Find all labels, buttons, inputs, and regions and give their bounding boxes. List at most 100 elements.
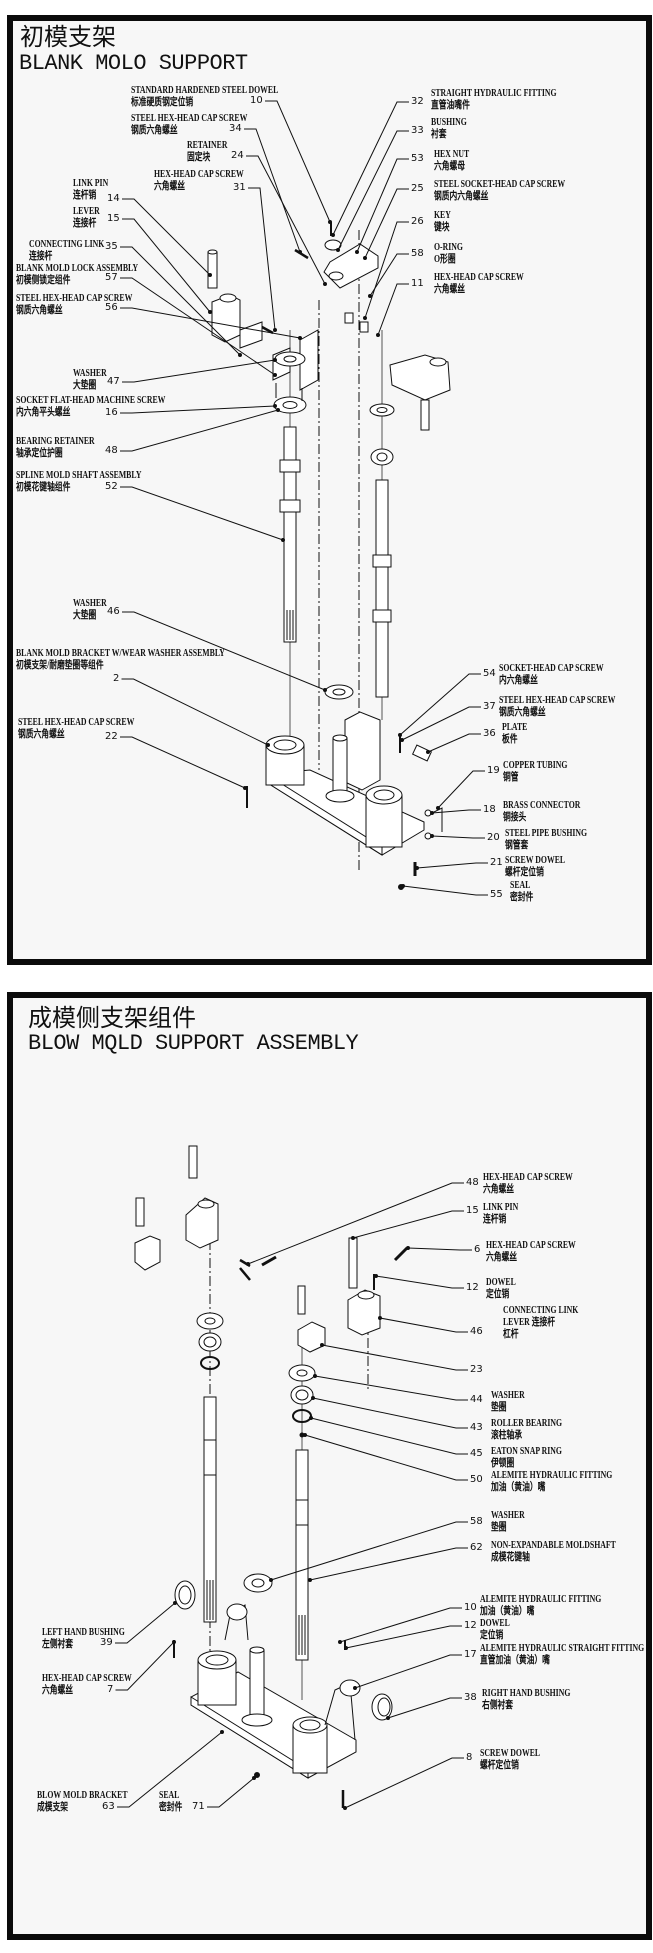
link-pin-part [420, 399, 430, 431]
leader-arrowhead [343, 1806, 347, 1810]
leader-arrowhead [309, 1416, 313, 1420]
leader-arrowhead [328, 220, 332, 224]
link-pin-top [207, 249, 218, 255]
part-name: STEEL SOCKET-HEAD CAP SCREW [434, 179, 566, 190]
leader-arrowhead [430, 811, 434, 815]
roller-bearing-43 [290, 1385, 314, 1405]
connecting-link-part [389, 354, 451, 401]
part-name-line: 密封件 [159, 1802, 183, 1813]
connecting-link-part [185, 1197, 219, 1249]
leader-line [314, 1375, 468, 1401]
part-name-line: 定位销 [480, 1630, 504, 1641]
leader-line [115, 1602, 176, 1644]
part-name: O-RING [434, 242, 463, 253]
link-hole [357, 1290, 375, 1300]
leader-line [122, 198, 211, 276]
part-name: BLANK MOLD LOCK ASSEMBLY [16, 263, 139, 274]
part-name: STEEL HEX-HEAD CAP SCREW [131, 113, 248, 124]
part-name: NON-EXPANDABLE MOLDSHAFT [491, 1540, 616, 1551]
part-name: BRASS CONNECTOR [503, 800, 581, 811]
panel-1-parts [207, 222, 451, 890]
leader-arrowhead [320, 1343, 324, 1347]
callout-number: 38 [464, 1692, 477, 1703]
leader-arrowhead [398, 733, 402, 737]
leader-line [356, 158, 409, 253]
part-name: SEAL [159, 1790, 180, 1801]
blow-mold-support-panel [7, 992, 652, 1940]
callout-number: 43 [470, 1422, 483, 1433]
part-name: ALEMITE HYDRAULIC STRAIGHT FITTING [480, 1643, 645, 1654]
copper-tubing-19 [431, 807, 443, 832]
part-name: LINK PIN [73, 178, 109, 189]
leader-line [407, 1247, 472, 1251]
leader-line [122, 611, 326, 691]
callout-number: 36 [483, 728, 496, 739]
callout-number: 47 [107, 376, 120, 387]
right-hand-bushing-38 [371, 1693, 393, 1721]
leader-arrowhead [308, 1578, 312, 1582]
part-name-line: 六角螺丝 [434, 284, 466, 295]
callout-number: 10 [250, 95, 263, 106]
screw-part [239, 1267, 251, 1281]
part-name: WASHER [491, 1390, 525, 1401]
leader-line [120, 486, 284, 541]
leader-line [339, 1607, 462, 1643]
callout-number: 39 [100, 1637, 113, 1648]
part-name-line: 键块 [434, 222, 450, 233]
leader-line [387, 1697, 462, 1719]
callout-number: 46 [470, 1326, 483, 1337]
washer-58 [243, 1573, 273, 1593]
callout-number: 19 [487, 765, 500, 776]
plate-36 [411, 744, 433, 762]
panel-2-parts [134, 1145, 409, 1808]
part-name-line: 螺杆定位销 [480, 1760, 519, 1771]
part-name: BEARING RETAINER [16, 436, 95, 447]
part-name: HEX-HEAD CAP SCREW [434, 272, 524, 283]
part-name-line: 螺杆定位销 [505, 867, 544, 878]
callout-number: 37 [483, 701, 496, 712]
leader-arrowhead [313, 1374, 317, 1378]
part-name-line: 衬套 [431, 129, 447, 140]
spline-mold-shaft-right [372, 479, 392, 698]
leader-line [310, 1417, 468, 1455]
leader-line [120, 246, 241, 356]
leader-line [120, 736, 246, 789]
leader-arrowhead [273, 358, 277, 362]
part-name: HEX-HEAD CAP SCREW [154, 169, 244, 180]
callout-number: 55 [490, 889, 503, 900]
part-name-line: 连杆销 [483, 1214, 507, 1225]
callout-number: 34 [229, 123, 242, 134]
leader-line [115, 1641, 175, 1691]
part-name-line: 初模侧锁定组件 [16, 275, 71, 286]
lever-part [239, 321, 263, 349]
callout-number: 57 [105, 272, 118, 283]
callout-number: 50 [470, 1474, 483, 1485]
key-part [359, 321, 369, 333]
part-name-line: 密封件 [510, 892, 534, 903]
leader-arrowhead [208, 310, 212, 314]
leader-line [377, 283, 409, 336]
part-name: STEEL HEX-HEAD CAP SCREW [16, 293, 133, 304]
callout-number: 16 [105, 407, 118, 418]
leader-arrowhead [400, 738, 404, 742]
part-name: SPLINE MOLD SHAFT ASSEMBLY [16, 470, 142, 481]
leader-line [120, 307, 301, 339]
callout-number: 48 [466, 1177, 479, 1188]
leader-line [121, 678, 269, 746]
link-pin-part [188, 1145, 198, 1179]
